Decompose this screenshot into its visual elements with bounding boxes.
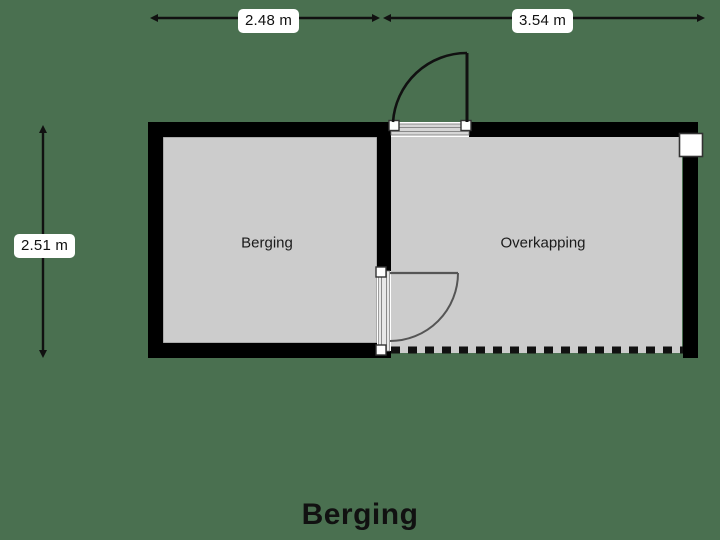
room-floor-berging bbox=[163, 137, 377, 343]
wall-stub-bottom-right bbox=[683, 343, 698, 358]
wall-right-exterior bbox=[683, 122, 698, 358]
wall-bottom-berging bbox=[148, 343, 390, 358]
dimension-label-top-left: 2.48 m bbox=[238, 9, 300, 33]
wall-left-exterior bbox=[148, 122, 163, 358]
dimension-label-left: 2.51 m bbox=[14, 234, 76, 258]
exterior-door bbox=[388, 51, 472, 137]
wall-partition-middle bbox=[377, 122, 391, 271]
interior-door-swing-arc bbox=[389, 272, 459, 342]
interior-door bbox=[375, 266, 459, 356]
interior-door-frame bbox=[378, 270, 390, 352]
room-label-berging: Berging bbox=[241, 234, 293, 252]
room-floor-overkapping bbox=[390, 137, 682, 353]
page-title: Berging bbox=[301, 498, 419, 531]
interior-door-jamb-top bbox=[375, 266, 387, 278]
column-marker-top-right bbox=[678, 132, 704, 158]
interior-door-jamb-bottom bbox=[375, 344, 387, 356]
exterior-door-swing-arc bbox=[391, 51, 468, 123]
dimension-label-top-right: 3.54 m bbox=[512, 9, 574, 33]
exterior-door-threshold bbox=[390, 123, 470, 136]
room-label-overkapping: Overkapping bbox=[500, 234, 586, 252]
